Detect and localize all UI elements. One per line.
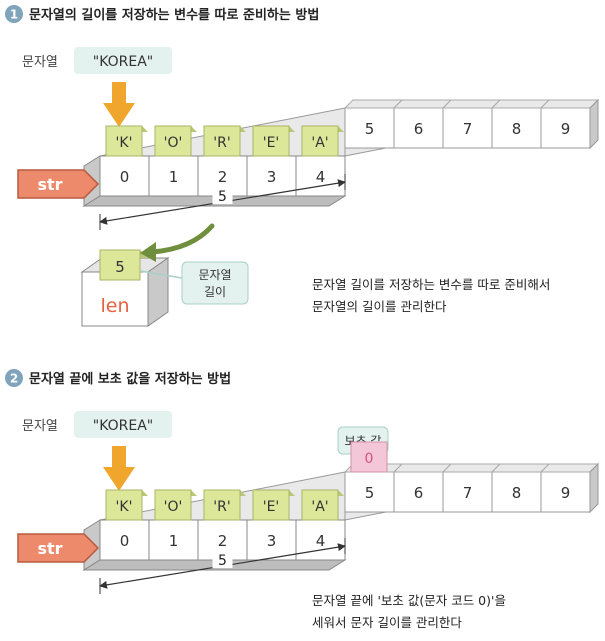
array-index-label: 5: [365, 484, 375, 502]
step-2-number: 2: [10, 372, 18, 386]
length-variable: 5 len: [80, 249, 170, 327]
span-length-label: 5: [218, 553, 227, 569]
array-back-label: 8: [512, 120, 522, 138]
char-block-label: 'A': [311, 499, 328, 515]
step-1-number: 1: [10, 8, 18, 22]
memory-array: 0 1 2 3 4 5 6 7 8 9 'K' 'O' 'R' 'E' 'A' str 5: [17, 98, 600, 230]
note-1-line-1: 문자열 길이를 저장하는 변수를 따로 준비해서: [312, 277, 550, 292]
string-value-bubble: [74, 47, 172, 74]
array-index-label: 3: [267, 532, 277, 550]
char-block: [301, 125, 339, 157]
note-2-line-1: 문자열 끝에 '보초 값(문자 코드 0)'을: [312, 593, 506, 608]
char-block: [252, 125, 290, 157]
step-2-badge: [5, 369, 23, 387]
array-back-label: 6: [414, 120, 424, 138]
note-2-line-2: 세워서 문자 길이를 관리한다: [312, 615, 462, 630]
span-length-label: 5: [218, 189, 227, 205]
callout-connector: [139, 270, 183, 279]
section-2-title: 문자열 끝에 보초 값을 저장하는 방법: [29, 371, 231, 387]
char-block-label: 'E': [263, 499, 280, 515]
section-2: 2 문자열 끝에 보초 값을 저장하는 방법 문자열 "KOREA" 보초 값 …: [5, 369, 600, 630]
length-block-value: 5: [115, 258, 125, 276]
callout-line-1: 문자열: [198, 268, 231, 282]
char-block: [154, 489, 192, 521]
array-back-cell: [393, 107, 444, 149]
array-back-cell-top: [490, 463, 551, 473]
green-arrow: [149, 223, 215, 255]
array-index-label: 4: [316, 532, 326, 550]
array-back-label: 6: [414, 484, 424, 502]
array-back-label: 9: [561, 484, 571, 502]
array-back-label: 7: [463, 120, 473, 138]
array-back-cell-top: [490, 99, 551, 109]
char-block: [301, 489, 339, 521]
array-back-cell-top: [392, 99, 453, 109]
length-variable-name: len: [100, 295, 129, 317]
terminator-block: [350, 441, 388, 473]
length-block: [99, 249, 141, 281]
array-index-label: 4: [316, 168, 326, 186]
char-block-label: 'E': [263, 135, 280, 151]
array-right-cap: [589, 98, 599, 150]
char-block-label: 'A': [311, 135, 328, 151]
length-callout: [181, 261, 249, 305]
array-back-label: 9: [561, 120, 571, 138]
char-block: [203, 125, 241, 157]
string-value-bubble: [74, 411, 172, 438]
char-block: [252, 489, 290, 521]
array-index-label: 2: [218, 168, 228, 186]
terminator-label: 0: [365, 451, 374, 467]
str-pointer-label: str: [37, 175, 62, 194]
step-1-badge: [5, 5, 23, 23]
array-back-cell-top: [343, 99, 404, 109]
callout-line-2: 길이: [204, 285, 226, 299]
array-back-label: 5: [365, 120, 375, 138]
down-arrow-icon: [103, 82, 135, 127]
note-1-line-2: 문자열의 길이를 관리한다: [312, 299, 447, 314]
array-index-label: 0: [120, 168, 130, 186]
array-back-cell-top: [539, 99, 600, 109]
array-index-label: 0: [120, 532, 130, 550]
char-block-label: 'O': [164, 499, 183, 515]
array-back-cell-top: [392, 463, 453, 473]
array-back-label: 8: [512, 484, 522, 502]
char-block: [203, 489, 241, 521]
array-back-cell-top: [539, 463, 600, 473]
green-arrow-head-icon: [140, 242, 156, 262]
section-1-title: 문자열의 길이를 저장하는 변수를 따로 준비하는 방법: [29, 7, 319, 23]
str-pointer-tag: [17, 169, 100, 199]
string-label: 문자열: [22, 55, 58, 70]
char-block: [105, 125, 143, 157]
memory-array: 0 1 2 3 4 5 6 7 8 9 'K' 'O' 'R' 'E' 'A' 0 str 5: [17, 441, 600, 594]
span-label-bg: [212, 552, 233, 568]
char-block: [105, 489, 143, 521]
array-index-label: 1: [169, 532, 179, 550]
array-back-label: 7: [463, 484, 473, 502]
string-label: 문자열: [22, 419, 58, 434]
str-pointer-tag: [17, 533, 100, 563]
char-block: [154, 125, 192, 157]
array-back-cell-top: [441, 463, 502, 473]
array-index-label: 3: [267, 168, 277, 186]
string-value: "KOREA": [93, 418, 153, 434]
array-back-cell: [540, 471, 591, 513]
char-block-label: 'R': [213, 499, 230, 515]
char-block-label: 'K': [116, 135, 133, 151]
array-index-label: 2: [218, 532, 228, 550]
string-value: "KOREA": [93, 54, 153, 70]
str-pointer-label: str: [37, 539, 62, 558]
char-block-label: 'R': [213, 135, 230, 151]
span-label-bg: [212, 188, 233, 204]
section-1: 1 문자열의 길이를 저장하는 변수를 따로 준비하는 방법 문자열 "KORE…: [5, 5, 600, 327]
char-block-label: 'K': [116, 499, 133, 515]
char-block-label: 'O': [164, 135, 183, 151]
down-arrow-icon: [103, 446, 135, 491]
array-index-label: 1: [169, 168, 179, 186]
array-right-cap: [589, 462, 599, 514]
array-back-cell-top: [441, 99, 502, 109]
